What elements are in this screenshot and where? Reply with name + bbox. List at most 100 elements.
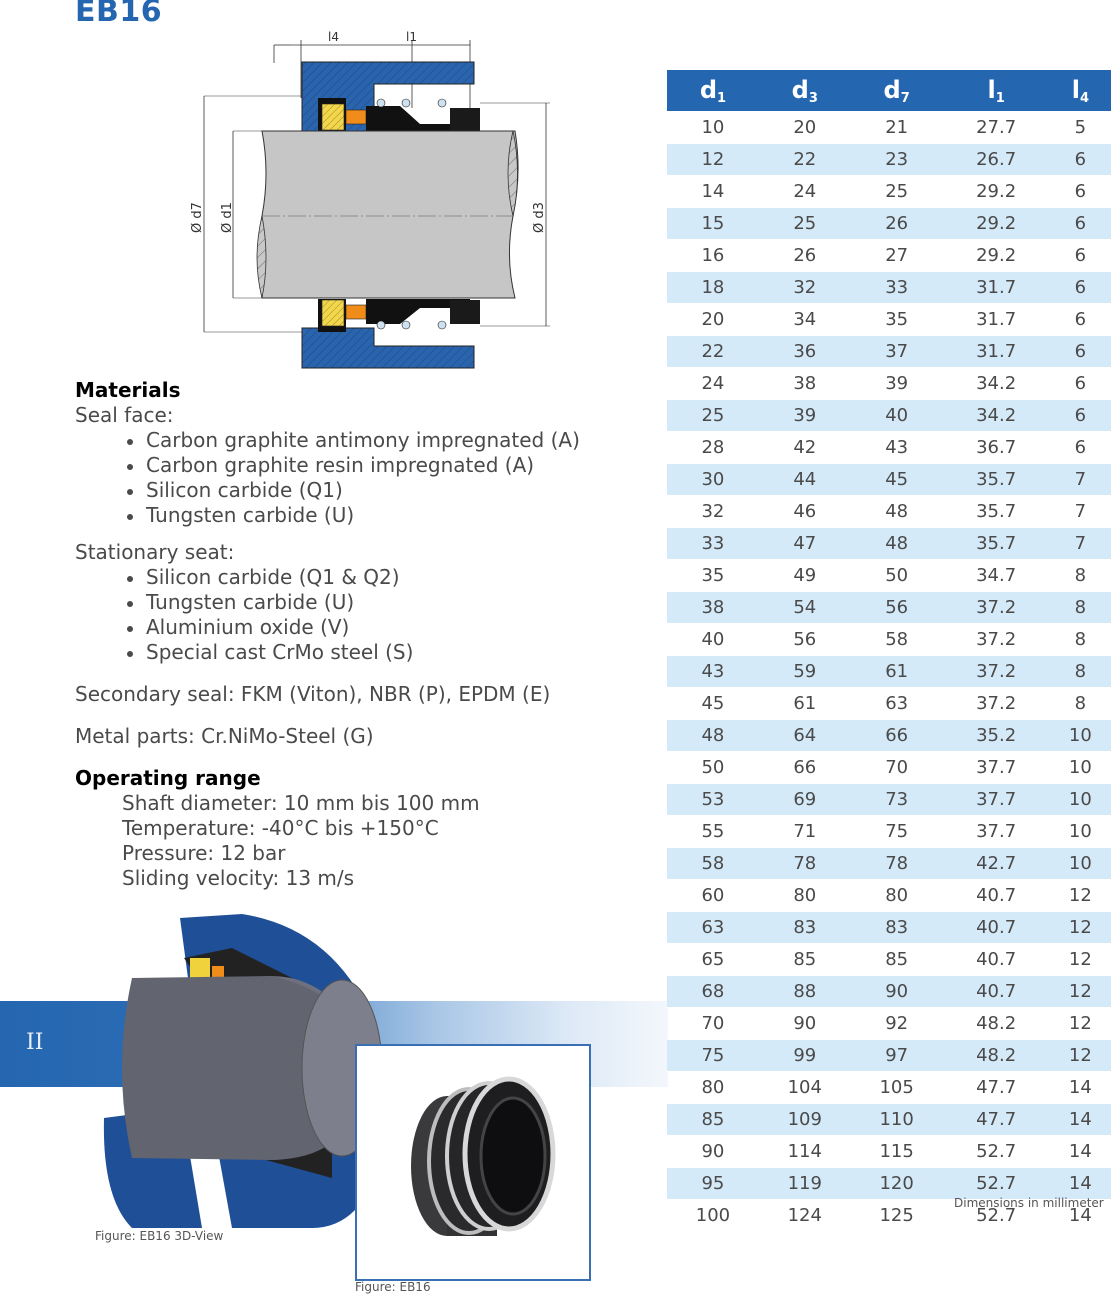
- table-cell: 20: [667, 303, 759, 336]
- table-cell: 37: [850, 335, 943, 368]
- table-cell: 33: [850, 271, 943, 304]
- table-cell: 32: [758, 271, 851, 304]
- table-cell: 124: [758, 1199, 851, 1231]
- table-cell: 35: [850, 303, 943, 336]
- table-cell: 45: [667, 687, 759, 720]
- table-cell: 22: [667, 335, 759, 368]
- table-cell: 70: [850, 751, 943, 784]
- table-cell: 75: [667, 1039, 759, 1072]
- table-cell: 12: [1049, 975, 1111, 1008]
- table-cell: 39: [850, 367, 943, 400]
- table-cell: 125: [850, 1199, 943, 1231]
- table-cell: 12: [1049, 1039, 1111, 1072]
- table-header-row: d1 d3 d7 l1 l4: [667, 70, 1111, 112]
- table-cell: 12: [1049, 1007, 1111, 1040]
- table-cell: 29.2: [942, 175, 1050, 208]
- table-cell: 6: [1049, 367, 1111, 400]
- cross-section-drawing: l4 l1 Ø d7 Ø d1 Ø d3: [190, 30, 550, 369]
- stationary-seat-list: Silicon carbide (Q1 & Q2) Tungsten carbi…: [75, 565, 655, 665]
- list-item: Carbon graphite resin impregnated (A): [125, 453, 655, 478]
- table-cell: 40: [850, 399, 943, 432]
- seal-3d-view-image: [103, 914, 383, 1228]
- table-cell: 48: [850, 495, 943, 528]
- table-cell: 25: [850, 175, 943, 208]
- dim-d3-label: Ø d3: [532, 202, 547, 233]
- table-cell: 69: [758, 783, 851, 816]
- table-cell: 37.2: [942, 655, 1050, 688]
- section-label: II: [26, 1030, 44, 1055]
- table-cell: 59: [758, 655, 851, 688]
- table-cell: 22: [758, 143, 851, 176]
- table-cell: 90: [850, 975, 943, 1008]
- table-cell: 36: [758, 335, 851, 368]
- table-cell: 6: [1049, 303, 1111, 336]
- table-cell: 26: [758, 239, 851, 272]
- operating-item-shaft: Shaft diameter: 10 mm bis 100 mm: [122, 791, 480, 815]
- figure-3d-caption: Figure: EB16 3D-View: [95, 1229, 224, 1243]
- table-cell: 39: [758, 399, 851, 432]
- list-item: Tungsten carbide (U): [125, 503, 655, 528]
- table-cell: 10: [1049, 847, 1111, 880]
- list-item: Aluminium oxide (V): [125, 615, 655, 640]
- table-cell: 34: [758, 303, 851, 336]
- list-item: Special cast CrMo steel (S): [125, 640, 655, 665]
- table-cell: 14: [1049, 1103, 1111, 1136]
- table-cell: 14: [1049, 1135, 1111, 1168]
- table-cell: 50: [667, 751, 759, 784]
- table-cell: 6: [1049, 175, 1111, 208]
- table-cell: 37.2: [942, 591, 1050, 624]
- dim-l1-label: l1: [406, 30, 417, 44]
- table-cell: 70: [667, 1007, 759, 1040]
- table-cell: 6: [1049, 207, 1111, 240]
- table-cell: 10: [1049, 815, 1111, 848]
- table-cell: 37.2: [942, 623, 1050, 656]
- table-cell: 14: [667, 175, 759, 208]
- table-cell: 14: [1049, 1167, 1111, 1200]
- table-cell: 99: [758, 1039, 851, 1072]
- table-cell: 97: [850, 1039, 943, 1072]
- table-cell: 71: [758, 815, 851, 848]
- table-cell: 48: [667, 719, 759, 752]
- table-cell: 45: [850, 463, 943, 496]
- table-cell: 10: [1049, 751, 1111, 784]
- table-cell: 7: [1049, 463, 1111, 496]
- table-cell: 63: [667, 911, 759, 944]
- table-cell: 7: [1049, 495, 1111, 528]
- table-cell: 58: [667, 847, 759, 880]
- secondary-seal-text: Secondary seal: FKM (Viton), NBR (P), EP…: [75, 682, 551, 706]
- table-cell: 92: [850, 1007, 943, 1040]
- table-cell: 8: [1049, 655, 1111, 688]
- table-cell: 34.7: [942, 559, 1050, 592]
- table-cell: 78: [850, 847, 943, 880]
- page-title: EB16: [75, 0, 163, 29]
- col-header-d7: d7: [850, 70, 943, 112]
- list-item: Carbon graphite antimony impregnated (A): [125, 428, 655, 453]
- table-cell: 104: [758, 1071, 851, 1104]
- table-cell: 114: [758, 1135, 851, 1168]
- table-cell: 23: [850, 143, 943, 176]
- table-cell: 5: [1049, 111, 1111, 144]
- col-header-l1: l1: [942, 70, 1050, 112]
- table-cell: 36.7: [942, 431, 1050, 464]
- table-cell: 29.2: [942, 239, 1050, 272]
- table-cell: 90: [758, 1007, 851, 1040]
- table-cell: 90: [667, 1135, 759, 1168]
- table-cell: 83: [758, 911, 851, 944]
- table-cell: 40.7: [942, 943, 1050, 976]
- table-cell: 52.7: [942, 1199, 1050, 1231]
